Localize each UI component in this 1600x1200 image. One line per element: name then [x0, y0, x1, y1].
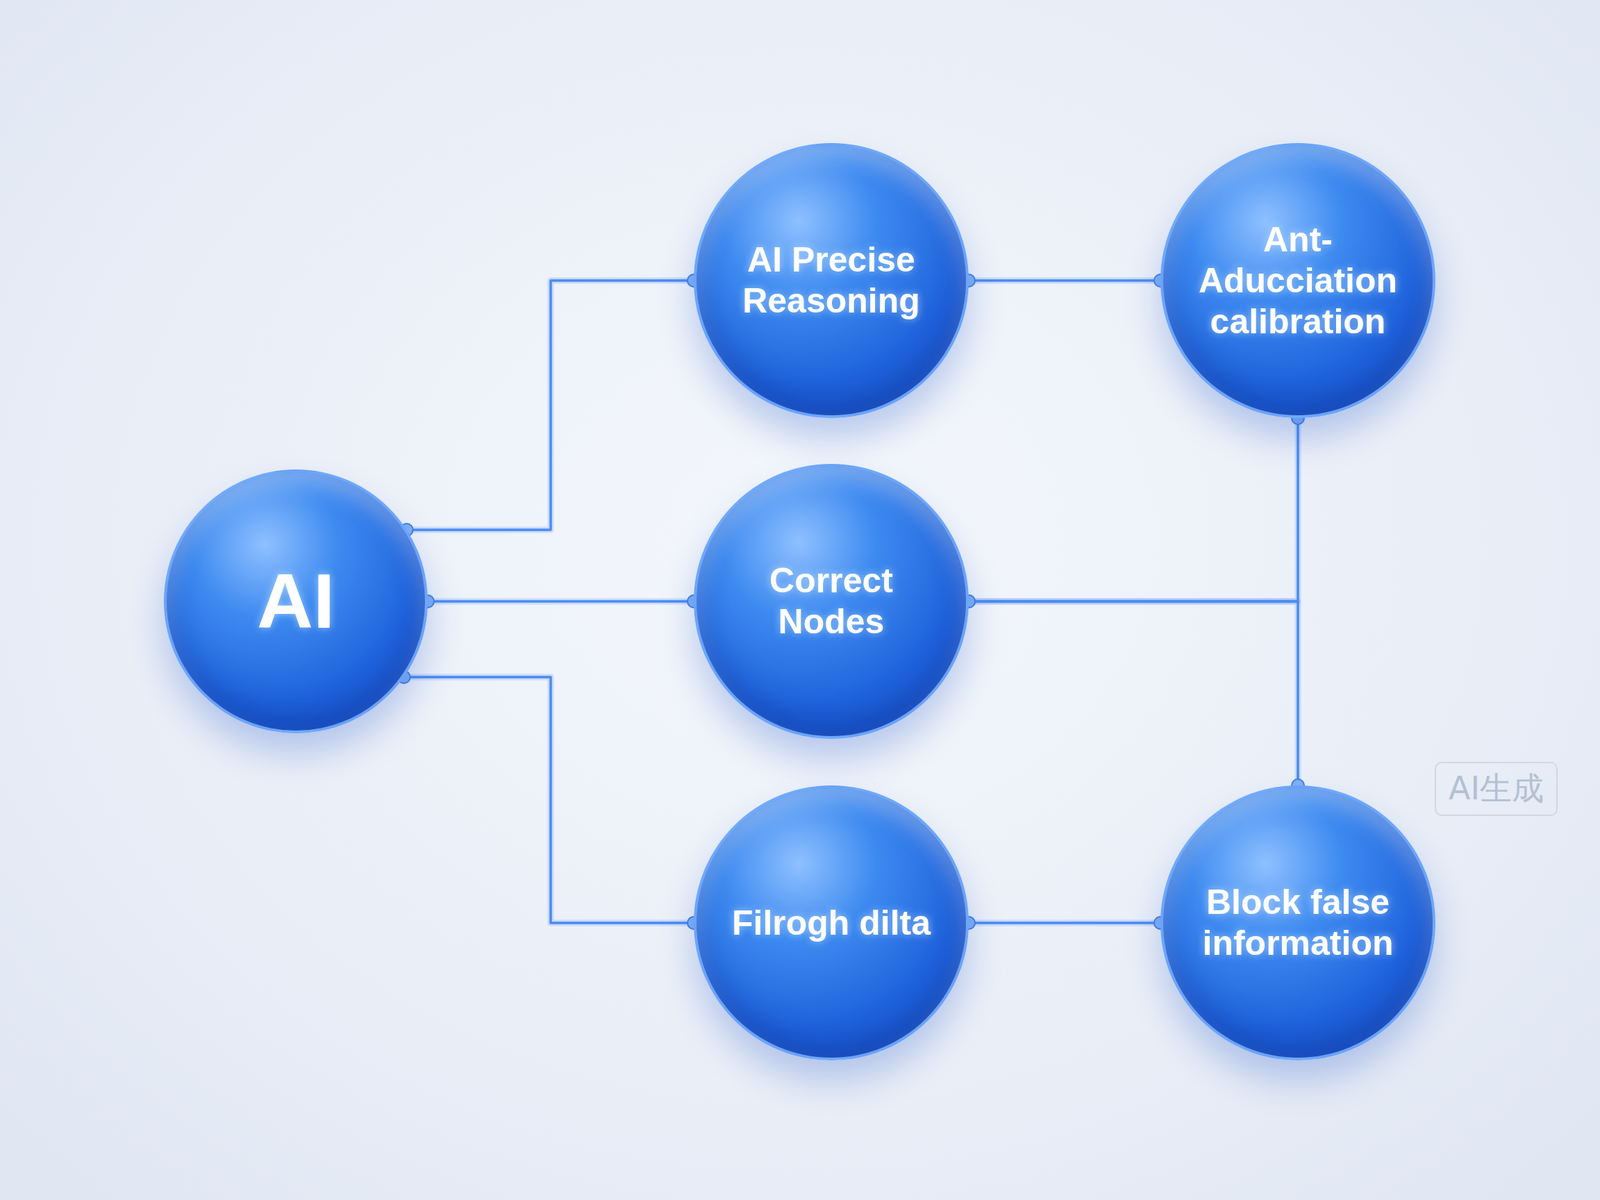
connector-line: [962, 274, 1167, 287]
connector-line: [397, 670, 700, 930]
connector-line: [421, 595, 700, 608]
node-label: Correct Nodes: [727, 560, 936, 643]
connector-line: [962, 595, 1305, 792]
watermark: AI生成: [1434, 761, 1558, 816]
circle-node: AI: [163, 469, 428, 734]
node-label: AI: [256, 555, 335, 648]
node-label: Ant- Aducciation calibration: [1193, 219, 1403, 343]
circle-node: AI Precise Reasoning: [693, 143, 969, 419]
circle-node: Correct Nodes: [693, 463, 969, 739]
circle-node: Block false information: [1160, 785, 1436, 1061]
circle-node: Filrogh dilta: [693, 785, 969, 1061]
connector-line: [400, 274, 700, 537]
node-label: AI Precise Reasoning: [727, 239, 936, 322]
connector-line: [962, 411, 1305, 608]
circle-node: Ant- Aducciation calibration: [1160, 143, 1436, 419]
node-label: Block false information: [1193, 881, 1403, 964]
connector-line: [962, 916, 1167, 930]
node-label: Filrogh dilta: [731, 902, 931, 944]
